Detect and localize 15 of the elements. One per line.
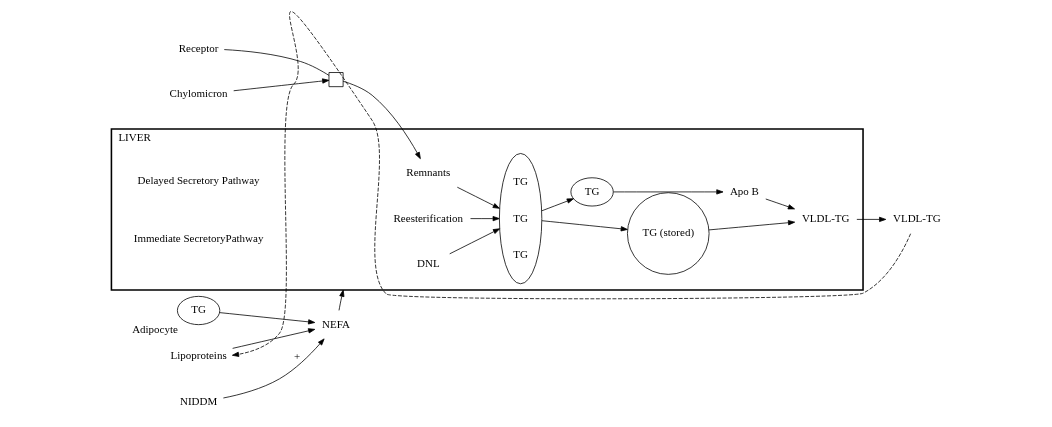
node-text: Lipoproteins: [170, 348, 227, 361]
node-text: Reesterification: [393, 211, 463, 224]
node-text: Receptor: [178, 41, 218, 54]
node-text: VLDL-TG: [892, 212, 941, 225]
node-text: DNL: [416, 257, 440, 270]
node-text: NEFA: [321, 317, 350, 330]
label: Delayed Secretory Pathway: [137, 173, 260, 186]
node-text: NIDDM: [179, 394, 217, 407]
node-text: Chylomicron: [169, 87, 228, 100]
label: Immediate SecretoryPathway: [133, 231, 263, 244]
node-label: Adipocyte: [131, 323, 178, 336]
edge-label: +: [293, 350, 300, 363]
node-text: VLDL-TG: [801, 212, 850, 225]
node-text: Remnants: [405, 165, 450, 178]
node-text: Apo B: [729, 184, 759, 197]
